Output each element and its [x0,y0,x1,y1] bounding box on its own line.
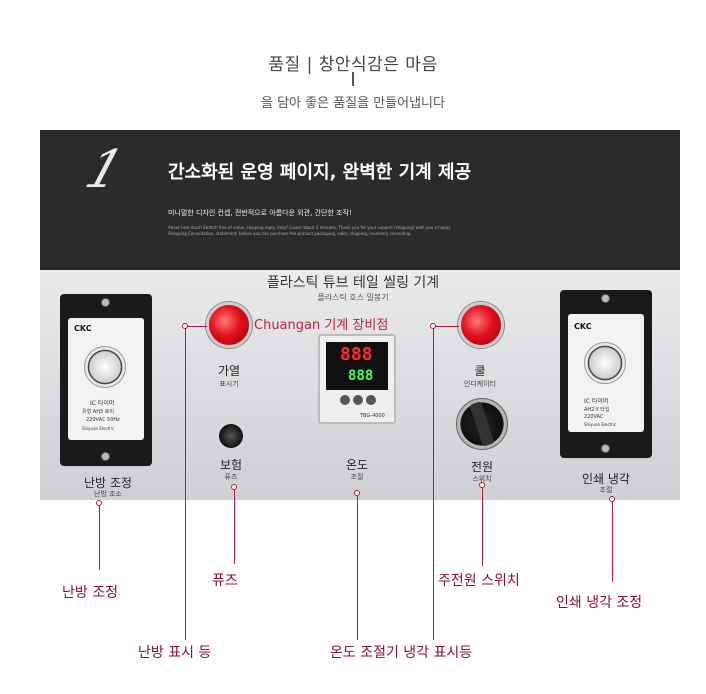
controller-key[interactable] [353,395,363,405]
controller-key[interactable] [366,395,376,405]
page-title: 품질 | 창안식감은 마음 [268,55,438,75]
timer-maker: Shiyuan Electric [584,422,617,427]
leader-line [433,326,434,640]
heat-adjust-sub: 난방 조소 [94,490,122,498]
leader-dot [96,500,102,506]
callout-print-cool: 인쇄 냉각 조정 [556,595,643,611]
leader-line [185,326,207,327]
banner-title: 간소화된 운영 페이지, 완벽한 기계 제공 [168,162,472,183]
fuse-holder[interactable] [219,424,243,448]
leader-line [433,326,459,327]
print-cool-sub: 조절 [599,486,613,494]
store-overlay-label: Chuangan 기계 장비점 [254,318,389,333]
leader-dot [609,496,615,502]
screw-icon [101,452,110,461]
leader-dot [479,482,485,488]
timer-spec: 220VAC 50Hz [86,417,120,423]
title-divider [352,72,354,86]
timer-brand: CKC [74,324,92,333]
leader-dot [231,484,237,490]
screw-icon [601,294,610,303]
timer-maker: Shiyuan Electric [82,426,115,431]
callout-heat-adjust: 난방 조정 [62,585,118,601]
heat-indicator-lamp [206,302,252,348]
callout-heat-lamp: 난방 표시 등 [138,645,212,661]
controller-key[interactable] [340,395,350,405]
heat-lamp-label: 가열 [217,364,241,378]
timer-model: AH2-Y 타입 [584,407,610,413]
callout-power-switch: 주전원 스위치 [438,573,520,589]
power-sub: 스위치 [472,475,492,483]
power-label: 전원 [470,460,494,474]
callout-fuse: 퓨즈 [212,573,238,589]
leader-line [185,326,186,640]
banner-description: 미니멀한 디자인 컨셉, 전반적으로 아름다운 외관, 간단한 조작! [168,209,352,217]
timer-face: CKC IC 타이머 AH2-Y 타입 220VAC Shiyuan Elect… [568,314,644,432]
feature-banner [40,130,680,270]
timer-model: 유형 AH3 로이 [82,409,114,415]
print-cool-label: 인쇄 냉각 [582,472,630,486]
timer-face: CKC IC 타이머 유형 AH3 로이 220VAC 50Hz Shiyuan… [68,318,144,440]
cool-lamp-sub: 인디케이터 [463,380,497,388]
fuse-label: 보험 [219,458,243,472]
leader-line [612,500,613,582]
panel-title: 플라스틱 튜브 테일 씰링 기계 [266,275,440,291]
fuse-sub: 퓨즈 [224,473,238,481]
callout-temp-cool-lamp: 온도 조절기 냉각 표시등 [330,645,473,661]
leader-dot [354,490,360,496]
timer-brand: CKC [574,322,592,331]
timer-dial[interactable] [584,342,626,384]
cool-lamp-label: 쿨 [474,364,486,378]
leader-line [99,504,100,570]
page-subtitle: 을 담아 좋은 품질을 만들어냅니다 [261,96,445,111]
panel-subtitle: 플라스틱 호스 밀봉기 [317,293,389,302]
controller-model: TBG-4000 [360,413,385,419]
timer-label: IC 타이머 [90,400,115,407]
left-timer: CKC IC 타이머 유형 AH3 로이 220VAC 50Hz Shiyuan… [60,294,152,466]
controller-display: 888 888 [326,342,388,390]
heat-lamp-sub: 표시기 [219,380,239,388]
cool-indicator-lamp [458,302,504,348]
banner-fineprint: About how much Stretch free of value, sh… [168,225,451,236]
temp-label: 온도 [345,458,369,472]
timer-dial[interactable] [84,346,126,388]
leader-line [357,494,358,640]
right-timer: CKC IC 타이머 AH2-Y 타입 220VAC Shiyuan Elect… [560,290,652,458]
leader-dot [182,323,188,329]
screw-icon [601,444,610,453]
timer-label: IC 타이머 [584,398,609,405]
controller-pv: 888 [340,344,373,365]
leader-line [482,486,483,566]
leader-dot [430,323,436,329]
temp-sub: 조절 [350,473,364,481]
heat-adjust-label: 난방 조정 [84,476,132,490]
leader-line [234,488,235,564]
controller-buttons [326,394,388,408]
controller-sv: 888 [348,368,374,384]
screw-icon [101,298,110,307]
timer-spec: 220VAC [584,414,604,420]
